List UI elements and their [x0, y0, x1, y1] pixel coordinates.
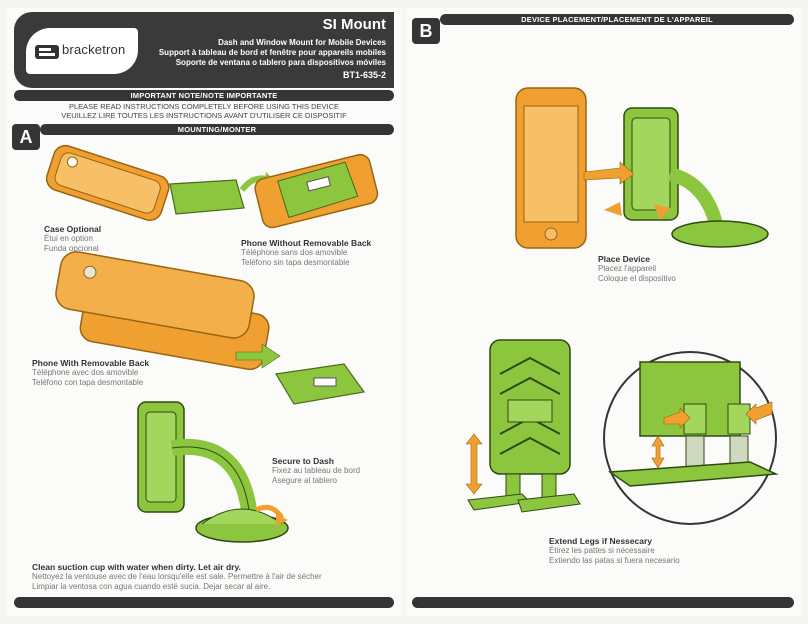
section-a-letter: A — [12, 124, 40, 150]
right-footer-bar — [412, 597, 794, 608]
caption-case: Case Optional Étui en option Funda opcio… — [44, 224, 102, 253]
caption-legs: Extend Legs if Nessecary Étirez les patt… — [549, 536, 680, 565]
bracket-logo-icon — [35, 45, 59, 59]
caption-dash: Secure to Dash Fixez au tableau de bord … — [272, 456, 361, 485]
subtitle-en: Dash and Window Mount for Mobile Devices — [218, 38, 386, 47]
legs-detail-circle — [603, 351, 779, 525]
product-header: bracketron SI Mount Dash and Window Moun… — [14, 12, 394, 88]
left-footer-bar — [14, 597, 394, 608]
important-bar: IMPORTANT NOTE/NOTE IMPORTANTE — [14, 90, 394, 101]
holder-legs-illustration — [465, 339, 581, 513]
subtitle-es: Soporte de ventana o tablero para dispos… — [175, 58, 386, 67]
important-bar-label: IMPORTANT NOTE/NOTE IMPORTANTE — [130, 91, 278, 100]
product-title: SI Mount — [322, 16, 386, 33]
removable-back-illustration — [55, 251, 270, 371]
caption-place: Place Device Placez l'appareil Coloque e… — [598, 254, 676, 283]
model-number: BT1-635-2 — [342, 70, 386, 80]
right-panel — [406, 8, 802, 616]
case-illustration — [45, 144, 170, 221]
placement-bar-label: DEVICE PLACEMENT/PLACEMENT DE L'APPAREIL — [521, 15, 713, 24]
subtitle-fr: Support à tableau de bord et fenêtre pou… — [158, 48, 386, 57]
adhesive-pad-illustration — [169, 179, 245, 215]
caption-no-back: Phone Without Removable Back Téléphone s… — [241, 238, 372, 267]
dash-mount-illustration — [137, 401, 289, 543]
phone-back-illustration — [254, 153, 379, 229]
caption-with-back: Phone With Removable Back Téléphone avec… — [32, 358, 150, 387]
brand-logo: bracketron — [26, 28, 138, 74]
notice-fr: VEUILLEZ LIRE TOUTES LES INSTRUCTIONS AV… — [61, 111, 347, 120]
placement-bar: DEVICE PLACEMENT/PLACEMENT DE L'APPAREIL — [440, 14, 794, 25]
place-device-illustration — [515, 87, 769, 249]
mounting-bar-label: MOUNTING/MONTER — [177, 125, 257, 134]
adhesive-plate-illustration — [275, 363, 366, 405]
arrow-right-icon — [235, 343, 281, 369]
notice-en: PLEASE READ INSTRUCTIONS COMPLETELY BEFO… — [68, 102, 340, 111]
brand-name: bracketron — [62, 42, 126, 57]
section-b-letter: B — [412, 18, 440, 44]
mounting-bar: MOUNTING/MONTER — [40, 124, 394, 135]
caption-clean: Clean suction cup with water when dirty.… — [32, 562, 322, 591]
